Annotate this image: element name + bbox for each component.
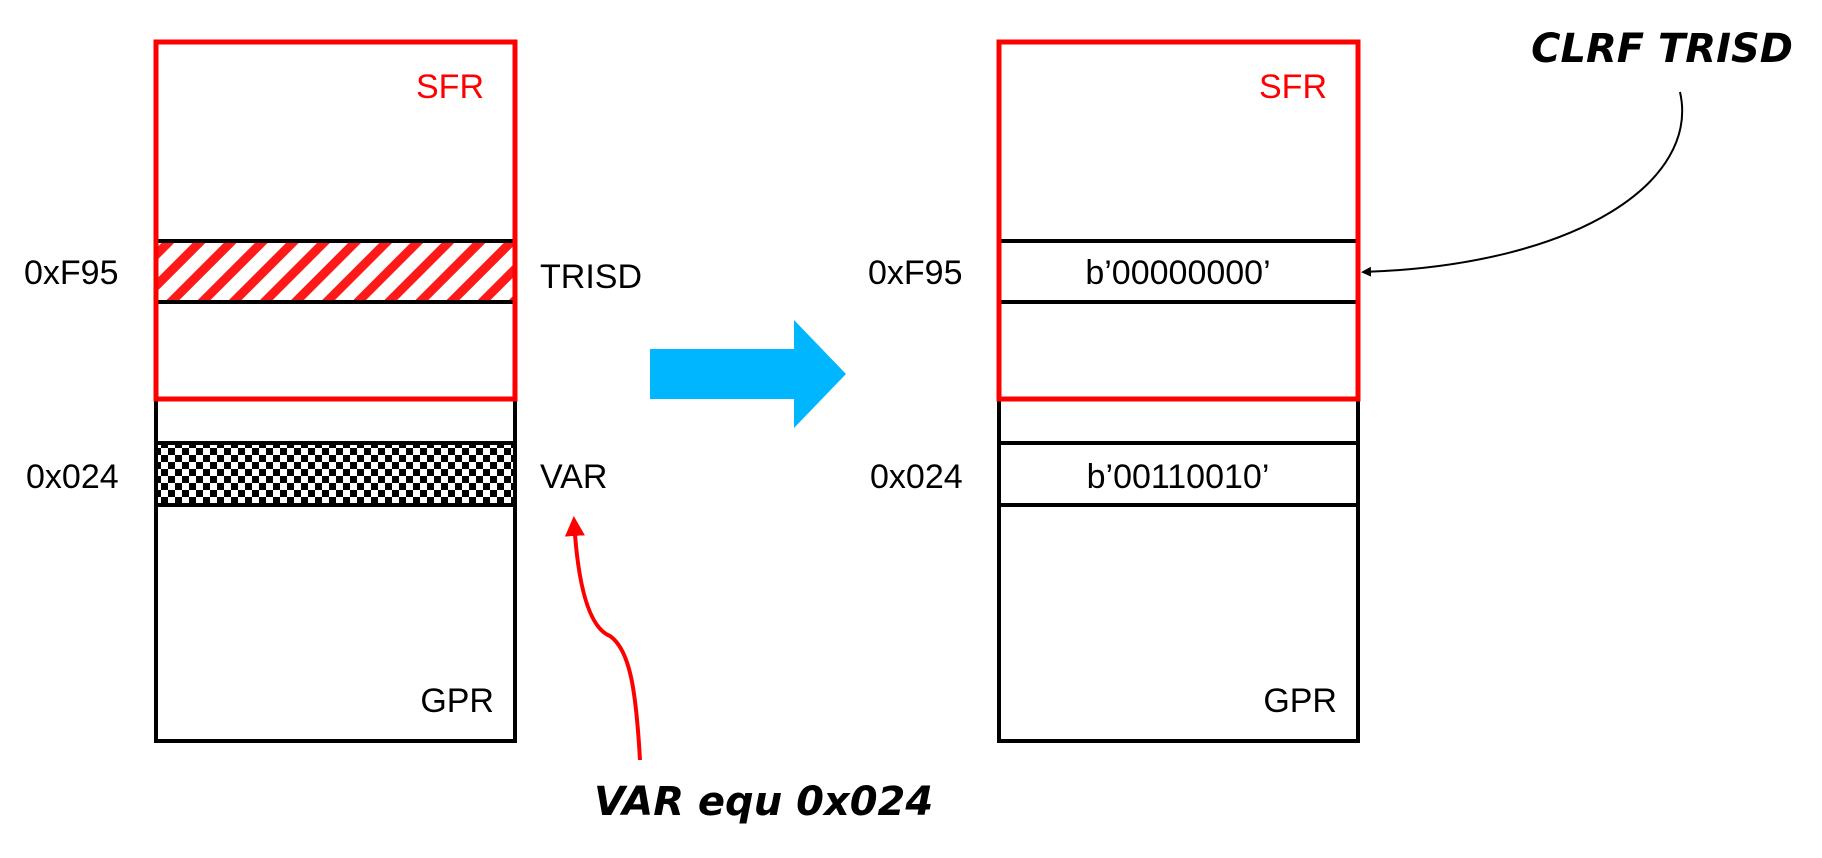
right-trisd-address: 0xF95 <box>868 254 963 292</box>
instruction-arrow <box>1361 91 1684 277</box>
left-trisd-address: 0xF95 <box>24 254 119 292</box>
left-sfr-region <box>153 39 518 402</box>
var-definition-text: VAR equ 0x024 <box>594 779 933 825</box>
left-var-cell <box>154 441 517 507</box>
right-sfr-region <box>996 39 1361 402</box>
right-memory-outline <box>997 40 1360 743</box>
left-sfr-label: SFR <box>416 68 484 106</box>
left-trisd-name: TRISD <box>540 258 642 296</box>
right-var-cell <box>997 441 1360 507</box>
instruction-text: CLRF TRISD <box>1531 26 1793 72</box>
left-memory-outline <box>154 40 517 743</box>
right-sfr-label: SFR <box>1259 68 1327 106</box>
var-definition-arrow <box>564 516 642 761</box>
right-gpr-label: GPR <box>1263 682 1337 720</box>
transition-arrow <box>650 320 846 428</box>
left-memory-map: SFR GPR 0xF95 TRISD 0x024 VAR <box>24 39 642 743</box>
left-var-name: VAR <box>540 458 607 496</box>
left-trisd-cell <box>154 239 517 304</box>
right-var-value: b’00110010’ <box>1087 458 1270 496</box>
right-var-address: 0x024 <box>870 458 963 496</box>
right-memory-map: SFR GPR 0xF95 b’00000000’ 0x024 b’001100… <box>868 39 1361 743</box>
left-gpr-label: GPR <box>420 682 494 720</box>
right-trisd-value: b’00000000’ <box>1085 254 1270 292</box>
left-var-address: 0x024 <box>26 458 119 496</box>
